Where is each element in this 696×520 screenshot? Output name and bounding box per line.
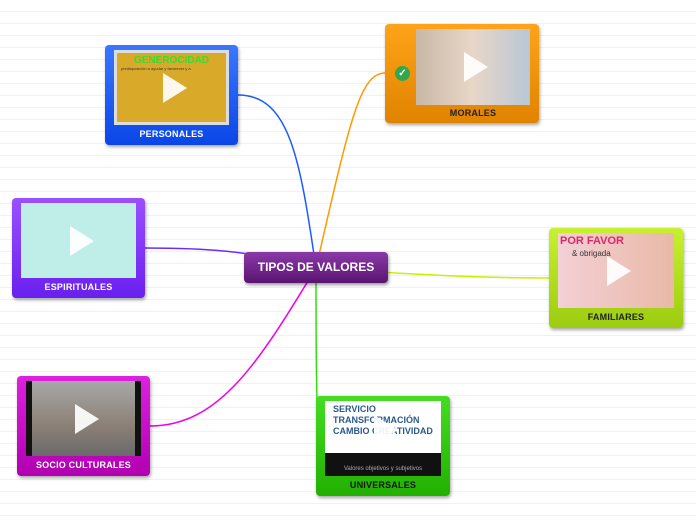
play-icon (374, 414, 398, 445)
node-personales[interactable]: GENEROCIDAD predisposición a ayudar y fa… (105, 45, 238, 145)
node-espirituales[interactable]: ESPIRITUALES (12, 198, 145, 298)
central-topic[interactable]: TIPOS DE VALORES (244, 252, 388, 283)
node-universales[interactable]: SERVICIO TRANSFORMACIÓN CAMBIO CREATIVID… (316, 396, 450, 496)
play-icon (74, 403, 99, 434)
video-thumbnail[interactable]: GENEROCIDAD predisposición a ayudar y fa… (114, 50, 229, 125)
check-circle-icon[interactable]: ✓ (395, 66, 410, 81)
node-label: PERSONALES (139, 129, 204, 139)
video-thumbnail[interactable] (416, 29, 530, 105)
thumb-title: POR FAVOR (560, 235, 624, 247)
node-label: SOCIO CULTURALES (35, 460, 132, 470)
video-thumbnail[interactable]: POR FAVOR & obrigada (558, 233, 674, 308)
node-label: UNIVERSALES (349, 480, 417, 490)
node-label: MORALES (449, 108, 497, 118)
play-icon (607, 255, 631, 286)
thumb-subtitle: predisposición a ayudar y favorecer y a (121, 66, 191, 71)
link-morales (315, 72, 386, 269)
play-icon (162, 72, 187, 103)
node-familiares[interactable]: POR FAVOR & obrigada FAMILIARES (549, 228, 683, 328)
video-thumbnail[interactable] (26, 381, 141, 456)
thumb-subtitle: & obrigada (572, 249, 611, 258)
thumb-title: GENEROCIDAD (133, 55, 209, 66)
play-icon (69, 225, 94, 256)
node-label: FAMILIARES (587, 312, 645, 322)
video-thumbnail[interactable] (21, 203, 136, 278)
link-personales (237, 94, 317, 269)
node-socio-culturales[interactable]: SOCIO CULTURALES (17, 376, 150, 476)
node-morales[interactable]: MORALES (385, 24, 539, 123)
node-label: ESPIRITUALES (44, 282, 113, 292)
video-thumbnail[interactable]: SERVICIO TRANSFORMACIÓN CAMBIO CREATIVID… (325, 401, 441, 476)
thumb-caption: Valores objetivos y subjetivos (325, 453, 441, 476)
play-icon (464, 52, 488, 82)
link-socio (149, 267, 317, 427)
